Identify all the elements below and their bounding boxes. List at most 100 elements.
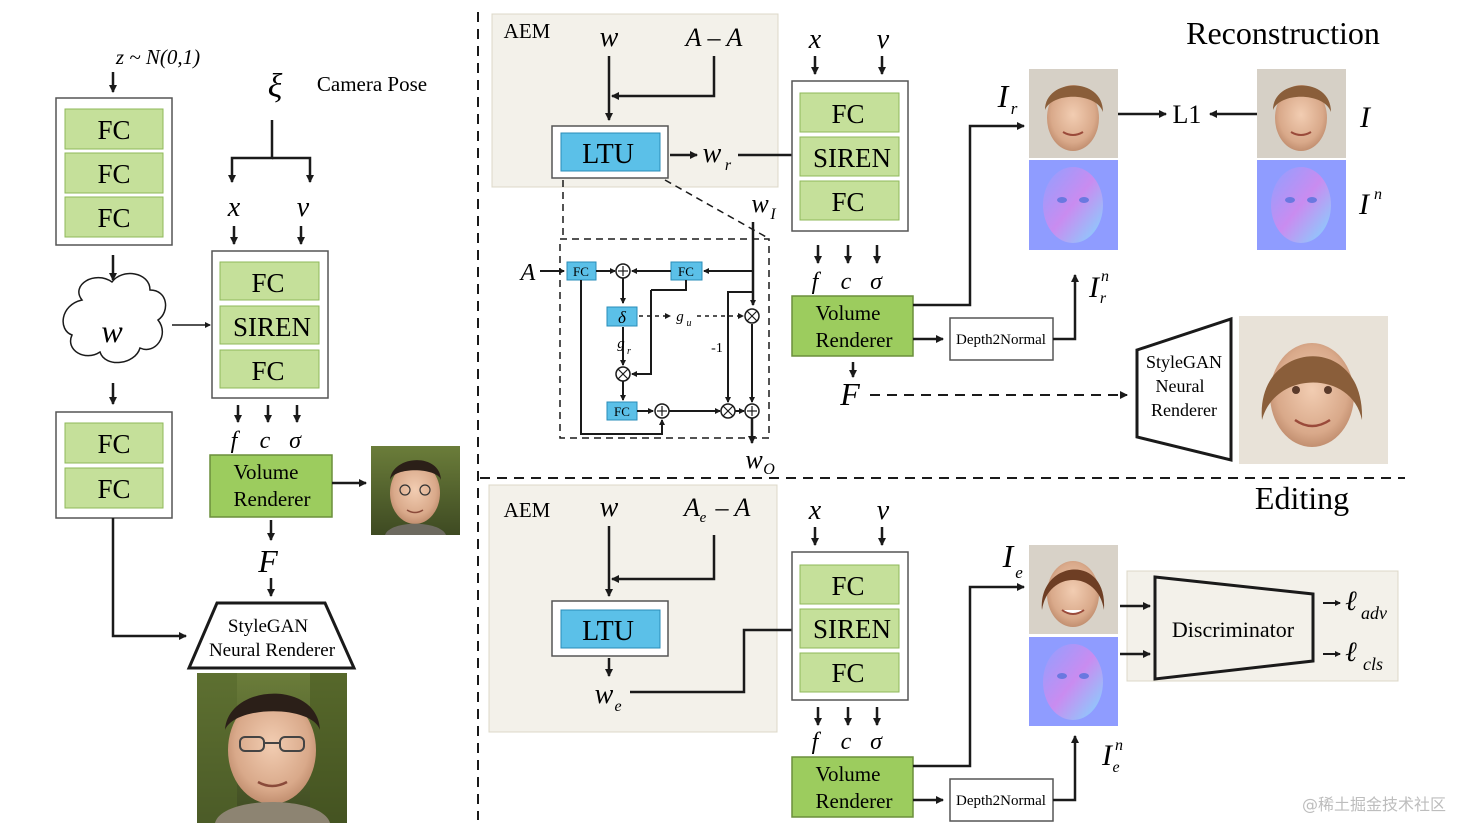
edit-i-e-n-sub: e: [1112, 759, 1119, 776]
recon-target-normal: [1257, 160, 1346, 250]
high-res-face-image: [197, 673, 347, 823]
edit-a-e-sub: e: [700, 510, 707, 526]
ltu-input-a: A: [519, 260, 536, 286]
left-v: v: [297, 192, 310, 223]
edit-depth2normal-label: Depth2Normal: [956, 793, 1046, 809]
ltu-detail: A w I FC FC δ g u g r: [519, 189, 777, 478]
recon-x: x: [808, 24, 822, 55]
edit-w-e: w: [595, 679, 614, 710]
head-fc-1: [64, 422, 164, 464]
head-fc-2-label: FC: [97, 474, 130, 504]
watermark: @稀土掘金技术社区: [1301, 795, 1446, 814]
left-out-c: c: [260, 428, 271, 454]
recon-i-n: I: [1358, 188, 1371, 221]
loss-cls-sub: cls: [1363, 654, 1383, 674]
ltu-fc-a-label: FC: [573, 264, 589, 279]
recon-volume-renderer: [791, 295, 914, 357]
recon-stylegan-output-face: [1239, 316, 1388, 464]
loss-cls: ℓ: [1345, 637, 1357, 668]
left-nerf-fc-1: FC: [251, 268, 284, 298]
recon-nerf-fc-1: FC: [831, 99, 864, 129]
left-vr-line2: Renderer: [234, 487, 311, 511]
edit-ltu: [560, 609, 661, 649]
recon-v: v: [877, 24, 890, 55]
recon-nerf-siren: SIREN: [813, 143, 891, 173]
recon-ltu: [560, 132, 661, 172]
recon-nerf-fc-2: FC: [831, 187, 864, 217]
ltu-fc-w-label: FC: [678, 264, 694, 279]
recon-out-f: f: [812, 269, 822, 295]
edit-a-e: A: [682, 493, 700, 522]
loss-adv-sub: adv: [1361, 603, 1387, 623]
ltu-w-i-sub: I: [769, 206, 776, 223]
edit-out-sigma: σ: [870, 729, 883, 755]
left-out-sigma: σ: [289, 428, 302, 454]
ltu-minus-one: -1: [711, 341, 723, 356]
ltu-delta: [606, 306, 638, 327]
recon-out-sigma: σ: [870, 269, 883, 295]
recon-stylegan-line2: Neural: [1156, 376, 1205, 396]
ltu-g-r-sub: r: [627, 346, 631, 357]
edit-i-e-n-sup: n: [1115, 737, 1123, 754]
edit-i-e-sub: e: [1015, 563, 1023, 582]
ltu-w-i: w: [751, 189, 769, 218]
recon-i-r-sub: r: [1011, 99, 1018, 118]
edit-i-e-n: I: [1101, 739, 1114, 772]
discriminator-label: Discriminator: [1172, 617, 1295, 642]
edit-i-e: I: [1002, 538, 1015, 574]
edit-aem-label: AEM: [504, 498, 551, 522]
editing-panel: Editing AEM w A e – A LTU w e x v FC SIR…: [488, 480, 1399, 822]
recon-rendered-face: [1029, 69, 1118, 158]
recon-i-r-n-sup: n: [1101, 268, 1109, 285]
ltu-w-o-sub: O: [763, 461, 775, 478]
recon-i: I: [1359, 101, 1372, 134]
latent-cloud: [62, 272, 167, 364]
latent-w: w: [101, 313, 123, 349]
low-res-face-image: [371, 446, 460, 535]
recon-w-r-sub: r: [725, 157, 732, 174]
recon-l1-loss: L1: [1173, 100, 1202, 129]
recon-ltu-label: LTU: [582, 139, 634, 170]
head-fc-2: [64, 467, 164, 509]
ltu-fc-out-label: FC: [614, 404, 630, 419]
edit-v: v: [877, 495, 890, 526]
recon-F: F: [839, 376, 860, 412]
left-out-f: f: [231, 428, 241, 454]
ltu-delta-label: δ: [618, 308, 627, 327]
reconstruction-panel: Reconstruction AEM w A – A LTU w r A w I…: [491, 13, 1388, 478]
noise-label: z ~ N(0,1): [115, 45, 200, 69]
edit-w-e-sub: e: [614, 698, 621, 715]
left-volume-renderer: [209, 454, 333, 518]
edit-out-f: f: [812, 729, 822, 755]
camera-xi: ξ: [268, 68, 283, 105]
recon-i-n-sup: n: [1374, 186, 1382, 203]
mapping-fc-1-label: FC: [97, 115, 130, 145]
left-stylegan-line2: Neural Renderer: [209, 640, 336, 661]
camera-pose-label: Camera Pose: [317, 72, 427, 96]
edit-out-c: c: [841, 729, 852, 755]
discriminator: [1153, 575, 1315, 681]
edit-w: w: [600, 492, 619, 523]
left-vr-line1: Volume: [234, 460, 299, 484]
ltu-g-u-sub: u: [687, 318, 692, 329]
edit-vr-line1: Volume: [816, 762, 881, 786]
recon-stylegan-renderer: [1135, 316, 1233, 462]
edit-minus-a: – A: [715, 493, 751, 522]
recon-a-minus-a: A – A: [684, 23, 743, 52]
left-F: F: [257, 543, 278, 579]
recon-rendered-normal: [1029, 160, 1118, 250]
recon-i-r-n: I: [1088, 271, 1101, 304]
recon-depth2normal-label: Depth2Normal: [956, 332, 1046, 348]
recon-i-r: I: [997, 78, 1010, 114]
edit-volume-renderer: [791, 756, 914, 818]
edit-nerf-fc-2: FC: [831, 658, 864, 688]
mapping-fc-1: [64, 108, 164, 150]
edit-nerf-siren: SIREN: [813, 614, 891, 644]
recon-vr-line1: Volume: [816, 301, 881, 325]
recon-vr-line2: Renderer: [816, 328, 893, 352]
recon-stylegan-line1: StyleGAN: [1146, 352, 1222, 372]
ltu-g-u: g: [676, 309, 684, 325]
editing-title: Editing: [1255, 480, 1349, 516]
left-nerf-fc-2: FC: [251, 356, 284, 386]
recon-target-face: [1257, 69, 1346, 158]
